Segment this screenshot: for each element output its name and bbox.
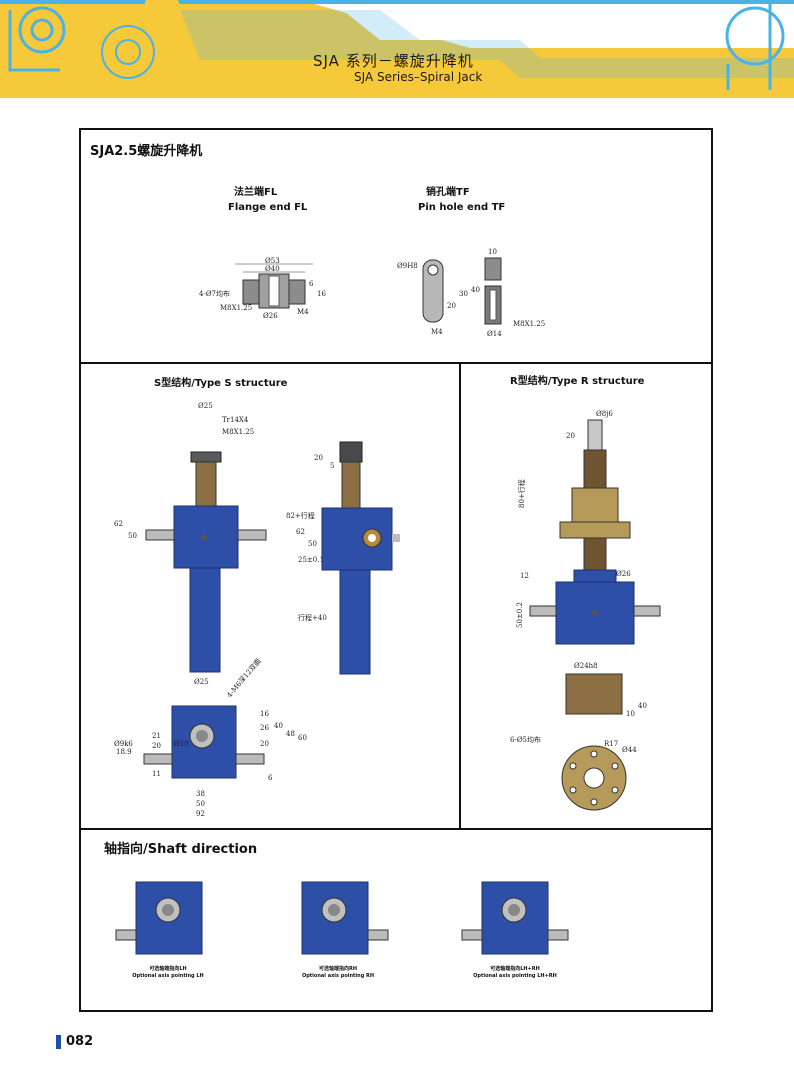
main-title: SJA2.5螺旋升降机 — [90, 144, 203, 159]
dim-s-1: Tr14X4 — [222, 416, 249, 424]
dim-r-10: R17 — [604, 740, 618, 748]
type-s-title: S型结构/Type S structure — [154, 378, 288, 389]
dim-s-5: Ø25 — [194, 678, 209, 686]
page-marker — [56, 1035, 61, 1049]
dim-fl-2: 4-Ø7均布 — [199, 289, 230, 298]
dim-s-17: 48 — [286, 730, 295, 738]
shaft-lhrh-drawing — [461, 881, 569, 955]
dim-fl-1: Ø40 — [265, 265, 280, 273]
type-r-title: R型结构/Type R structure — [510, 376, 645, 387]
dim-r-7: 10 — [626, 710, 635, 718]
dim-s-6: 20 — [314, 454, 323, 462]
dim-s-13: 4-M6深12双面 — [225, 656, 263, 699]
dim-tf-2: 30 — [459, 290, 468, 298]
divider-1 — [79, 362, 713, 364]
dim-s-27: 92 — [196, 810, 205, 818]
dim-s-20: Ø9k6 — [114, 740, 133, 748]
dim-fl-0: Ø53 — [265, 257, 280, 265]
dim-s-0: Ø25 — [198, 402, 213, 410]
shaft-lh-en: Optional axis pointing LH — [132, 973, 204, 979]
dim-tf-7: M8X1.25 — [513, 320, 545, 328]
dim-fl-7: 16 — [317, 290, 326, 298]
shaft-rh-drawing — [301, 881, 389, 955]
pin-label-en: Pin hole end TF — [418, 202, 506, 213]
dim-r-8: 40 — [638, 702, 647, 710]
pin-end-drawing: Ø9H8 10 30 40 20 M4 Ø14 M8X1.25 — [397, 248, 545, 338]
dim-s-4: 50 — [128, 532, 137, 540]
gear-right-icon — [725, 0, 785, 90]
dim-s-25: 38 — [196, 790, 205, 798]
pin-label-cn: 销孔端TF — [426, 187, 470, 198]
dim-s-7: 5 — [330, 462, 334, 470]
type-r-drawing: Ø8j6 20 80+行程 12 Ø26 50±0.2 Ø24h8 10 40 … — [510, 410, 661, 811]
dim-fl-3: M8X1.25 — [220, 304, 252, 312]
dim-fl-4: Ø26 — [263, 312, 278, 320]
page-number: 082 — [66, 1034, 94, 1049]
dim-tf-5: M4 — [431, 328, 443, 336]
shaft-lh-cn: 可选轴端指向LH — [149, 966, 187, 972]
dim-s-16: 40 — [274, 722, 283, 730]
dim-r-11: Ø44 — [622, 746, 637, 754]
dim-s-28: 6 — [268, 774, 273, 782]
shaft-lhrh-en: Optional axis pointing LH+RH — [473, 973, 557, 979]
dim-s-21: 18.9 — [116, 748, 132, 756]
divider-2 — [79, 828, 713, 830]
flange-end-drawing: Ø53 Ø40 4-Ø7均布 M8X1.25 Ø26 M4 6 16 — [199, 257, 326, 320]
dim-s-29: Ø10 — [174, 740, 189, 748]
dim-r-6: Ø24h8 — [574, 662, 598, 670]
shaft-title: 轴指向/Shaft direction — [104, 842, 258, 857]
gear-left-icon — [8, 6, 66, 72]
gear-banner-graphic — [0, 0, 794, 98]
shaft-rh-en: Optional axis pointing RH — [301, 973, 375, 979]
dim-s-26: 50 — [196, 800, 205, 808]
gear-yellow-icon — [144, 0, 180, 26]
dim-s-24: 11 — [152, 770, 161, 778]
dim-s-23: 21 — [152, 732, 161, 740]
dim-r-1: 20 — [566, 432, 575, 440]
dim-fl-6: 6 — [309, 280, 314, 288]
dim-s-14: 16 — [260, 710, 269, 718]
dim-tf-0: Ø9H8 — [397, 262, 418, 270]
dim-s-15: 26 — [260, 724, 269, 732]
header-title-en: SJA Series–Spiral Jack — [354, 70, 483, 84]
dim-s-12: 行程+40 — [298, 613, 327, 622]
gear-mid-icon — [101, 25, 155, 79]
dim-s-3: 62 — [114, 520, 123, 528]
dim-r-3: 12 — [520, 572, 529, 580]
flange-label-en: Flange end FL — [228, 202, 308, 213]
dim-s-11: 25±0.1 — [298, 556, 324, 564]
dim-tf-6: Ø14 — [487, 330, 502, 338]
shaft-rh-cn: 可选轴端指向RH — [318, 966, 358, 972]
dim-s-22: 20 — [152, 742, 161, 750]
dim-tf-1: 10 — [488, 248, 497, 256]
dim-tf-3: 40 — [471, 286, 480, 294]
dim-s-18: 60 — [298, 734, 307, 742]
dim-r-5: 50±0.2 — [516, 602, 524, 628]
dim-r-2: 80+行程 — [517, 479, 526, 508]
dim-s-8: 82+行程 — [286, 511, 315, 520]
dim-fl-5: M4 — [297, 308, 309, 316]
shaft-lh-drawing — [115, 881, 203, 955]
dim-s-10: 50 — [308, 540, 317, 548]
dim-s-19: 20 — [260, 740, 269, 748]
header-title-cn: SJA 系列－螺旋升降机 — [313, 52, 474, 70]
type-s-drawing: Ø25 Tr14X4 M8X1.25 62 50 Ø25 20 5 82+行程 … — [114, 402, 400, 818]
shaft-lhrh-cn: 可选轴端指向LH+RH — [490, 966, 540, 972]
dim-r-0: Ø8j6 — [596, 410, 613, 418]
divider-vertical — [459, 362, 461, 829]
spec-frame — [79, 128, 713, 1012]
dim-s-2: M8X1.25 — [222, 428, 254, 436]
dim-r-4: Ø26 — [616, 570, 631, 578]
dim-s-9: 62 — [296, 528, 305, 536]
header-banner: SJA 系列－螺旋升降机 SJA Series–Spiral Jack — [0, 0, 794, 98]
dim-tf-4: 20 — [447, 302, 456, 310]
dim-r-9: 6-Ø5均布 — [510, 735, 541, 744]
flange-label-cn: 法兰端FL — [234, 187, 278, 198]
